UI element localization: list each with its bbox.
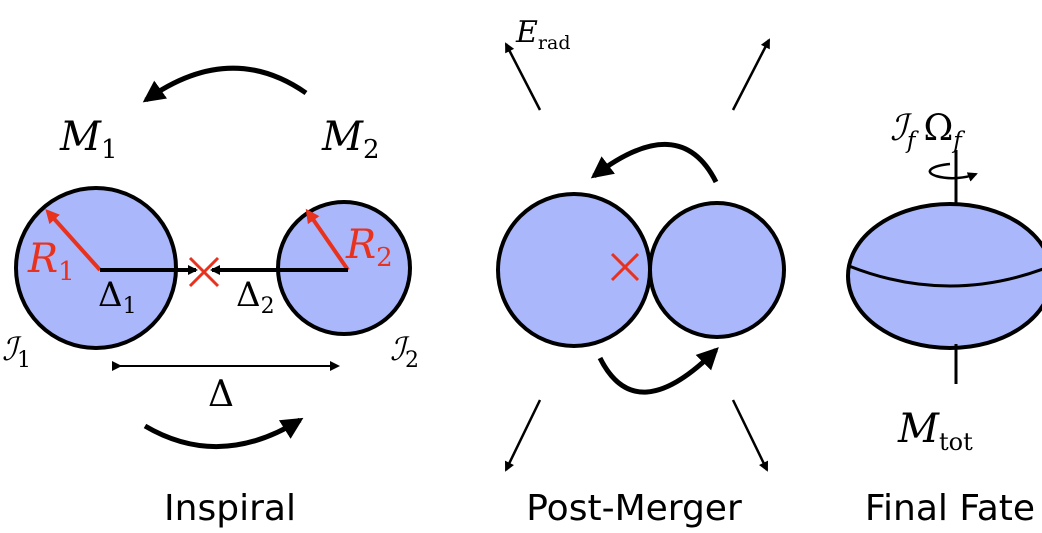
radiation-arrow-up-right <box>731 38 771 111</box>
radiation-arrow-down-right <box>731 399 769 472</box>
radius2-label: R2 <box>345 222 393 273</box>
inertia2-label: ℐ2 <box>390 330 419 373</box>
post-merger-panel: Erad Post-Merger <box>496 15 786 529</box>
remnant-equator <box>848 264 1042 288</box>
radius1-arrow <box>45 209 102 272</box>
final-fate-caption: Final Fate <box>865 488 1035 529</box>
separation-label: Δ <box>208 374 234 415</box>
radiation-arrow-up-left <box>504 42 542 111</box>
post-merger-caption: Post-Merger <box>526 488 742 529</box>
merger-orbit-arrow-top <box>590 141 719 184</box>
merger-orbit-arrow-bottom <box>597 347 719 395</box>
mass1-label: M1 <box>59 114 118 165</box>
inspiral-panel: M1 M2 R1 R2 Δ1 Δ2 ℐ1 ℐ2 Δ Inspiral <box>2 65 419 529</box>
delta2-label: Δ2 <box>236 275 275 319</box>
spin-rotation-arrow <box>928 162 978 182</box>
radiated-energy-label: Erad <box>515 15 570 54</box>
inspiral-caption: Inspiral <box>164 488 296 529</box>
orbit-arrow-bottom <box>143 417 304 449</box>
delta1-label: Δ1 <box>98 275 137 319</box>
total-mass-label: Mtot <box>897 406 973 456</box>
merger-body-small <box>648 201 786 339</box>
orbit-arrow-top <box>142 65 308 103</box>
center-of-mass-marker <box>188 256 220 288</box>
remnant-body <box>846 202 1042 350</box>
radius2-arrow <box>305 208 350 272</box>
merger-center-of-mass-marker <box>610 252 640 282</box>
inertia1-label: ℐ1 <box>2 330 31 373</box>
mass2-label: M2 <box>321 114 380 165</box>
radius1-label: R1 <box>27 236 75 287</box>
radiation-arrow-down-left <box>504 399 542 472</box>
